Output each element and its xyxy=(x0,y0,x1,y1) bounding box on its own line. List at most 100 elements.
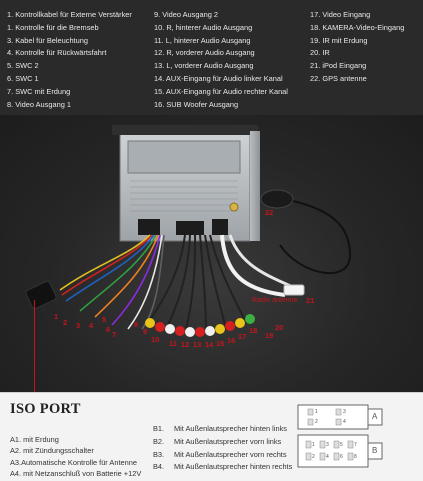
iso-port-title: ISO PORT xyxy=(10,401,81,417)
connector-b-pins xyxy=(305,440,354,461)
port-right xyxy=(212,219,228,235)
ipod-plug xyxy=(283,284,305,296)
callout-20: 20 xyxy=(275,323,284,332)
connector-b-outline xyxy=(297,434,369,468)
callout-8: 8 xyxy=(134,320,139,329)
radio-antenne-label: Radio antenne xyxy=(252,297,298,304)
pin-b8: 8 xyxy=(354,454,357,460)
callout-2: 2 xyxy=(63,318,68,327)
legend-column-2: 9. Video Ausgang 2 10. R, hinterer Audio… xyxy=(154,9,288,111)
iso-a-item: A1. mit Erdung xyxy=(10,435,59,444)
callout-16: 16 xyxy=(227,336,236,345)
callout-19: 19 xyxy=(265,331,274,340)
iso-b-list: B1.Mit Außenlautsprecher hinten links B2… xyxy=(153,423,292,474)
legend-item: 14. AUX-Eingang für Audio linker Kanal xyxy=(154,73,283,83)
iso-connector-diagram: A B 1 3 2 4 1 3 5 7 2 4 6 8 xyxy=(296,403,388,471)
head-unit-photo: Radio antenne xyxy=(0,115,423,392)
legend-item: 16. SUB Woofer Ausgang xyxy=(154,99,239,109)
chassis-side xyxy=(250,131,260,241)
callout-14: 14 xyxy=(205,340,214,349)
pin-b7: 7 xyxy=(354,442,357,448)
pin-b4: 4 xyxy=(326,454,329,460)
callout-21: 21 xyxy=(306,296,315,305)
callout-12: 12 xyxy=(181,340,190,349)
legend-item: 13. L, vorderer Audio Ausgang xyxy=(154,61,254,71)
pin-b5: 5 xyxy=(340,442,343,448)
iso-b-item: B4.Mit Außenlautsprecher hinten rechts xyxy=(153,462,293,472)
connector-b-tab xyxy=(367,442,383,460)
ipod-cable-2 xyxy=(228,234,301,292)
callout-15: 15 xyxy=(216,339,225,348)
legend-item: 19. IR mit Erdung xyxy=(310,35,368,45)
iso-a-list: A1. mit Erdung A2. mit Zündungsschalter … xyxy=(10,434,141,480)
head-unit-illustration xyxy=(25,125,352,337)
iso-a-item: A2. mit Zündungsschalter xyxy=(10,446,94,456)
callout-10: 10 xyxy=(151,335,160,344)
heat-sink xyxy=(127,140,241,174)
legend-item: 7. SWC mit Erdung xyxy=(7,86,71,96)
callout-17: 17 xyxy=(238,332,247,341)
pin-b6: 6 xyxy=(340,454,343,460)
legend-item: 11. L, hinterer Audio Ausgang xyxy=(154,35,251,45)
legend-item: 22. GPS antenne xyxy=(310,73,367,83)
connector-b-label: B xyxy=(372,446,378,455)
legend-item: 5. SWC 2 xyxy=(7,61,39,71)
iso-a-item: A3.Automatische Kontrolle für Antenne xyxy=(10,457,137,467)
pin-a4: 4 xyxy=(343,419,346,425)
callout-18: 18 xyxy=(249,326,258,335)
legend-item: 3. Kabel für Beleuchtung xyxy=(7,35,88,45)
callout-5: 5 xyxy=(102,315,107,324)
iso-a-item: A4. mit Netzanschluß von Batterie +12V xyxy=(10,469,142,479)
callout-11: 11 xyxy=(169,339,177,348)
legend-item: 8. Video Ausgang 1 xyxy=(7,99,71,109)
legend-item: 18. KAMERA-Video-Eingang xyxy=(310,22,405,32)
legend-item: 12. R, vorderer Audio Ausgang xyxy=(154,48,255,58)
callout-13: 13 xyxy=(193,340,202,349)
chassis-top-bracket xyxy=(112,125,258,135)
connector-a-pins xyxy=(307,408,342,426)
pin-b2: 2 xyxy=(312,454,315,460)
pin-b1: 1 xyxy=(312,442,315,448)
rca-cables xyxy=(149,234,247,332)
legend-item: 4. Kontrolle für Rückwärtsfahrt xyxy=(7,48,107,58)
legend-item: 10. R, hinterer Audio Ausgang xyxy=(154,22,253,32)
callout-4: 4 xyxy=(89,321,94,330)
ipod-cable xyxy=(220,234,286,297)
rca-plugs xyxy=(145,314,255,337)
callout-9: 9 xyxy=(143,327,148,336)
port-left xyxy=(138,219,160,235)
iso-b-item: B2.Mit Außenlautsprecher vorn links xyxy=(153,436,282,446)
callout-6: 6 xyxy=(106,325,111,334)
legend-item: 20. IR xyxy=(310,48,330,58)
gps-cable xyxy=(279,200,352,274)
callout-7: 7 xyxy=(112,330,117,339)
connector-a-tab xyxy=(367,408,383,426)
legend-item: 6. SWC 1 xyxy=(7,73,39,83)
legend-item: 1. Kontrollkabel für Externe Verstärker xyxy=(7,10,132,19)
iso-pointer-line xyxy=(34,300,35,400)
iso-plug xyxy=(25,280,57,310)
legend-item: 21. iPod Eingang xyxy=(310,61,367,71)
legend-item: 1. Kontrolle für die Bremseb xyxy=(7,22,99,32)
vent-grid xyxy=(130,180,238,212)
wiring-legend: 1. Kontrollkabel für Externe Verstärker … xyxy=(0,0,423,115)
gps-antenna xyxy=(260,189,294,209)
port-mid xyxy=(176,221,204,235)
callout-3: 3 xyxy=(76,321,81,330)
legend-item: 9. Video Ausgang 2 xyxy=(154,10,218,19)
product-panel: 1. Kontrollkabel für Externe Verstärker … xyxy=(0,0,423,392)
legend-column-3: 17. Video Eingang 18. KAMERA-Video-Einga… xyxy=(310,9,404,86)
pin-b3: 3 xyxy=(326,442,329,448)
iso-b-item: B1.Mit Außenlautsprecher hinten links xyxy=(153,424,287,433)
connector-a-outline xyxy=(297,404,369,430)
legend-column-1: 1. Kontrollkabel für Externe Verstärker … xyxy=(7,9,132,111)
pin-a2: 2 xyxy=(315,419,318,425)
legend-item: 17. Video Eingang xyxy=(310,10,371,19)
pin-a1: 1 xyxy=(315,409,318,415)
iso-connector-svg xyxy=(297,404,383,468)
pin-a3: 3 xyxy=(343,409,346,415)
connector-a-label: A xyxy=(372,412,378,421)
callout-22: 22 xyxy=(265,208,274,217)
antenna-port xyxy=(229,202,239,212)
wire-harness xyxy=(59,234,165,330)
